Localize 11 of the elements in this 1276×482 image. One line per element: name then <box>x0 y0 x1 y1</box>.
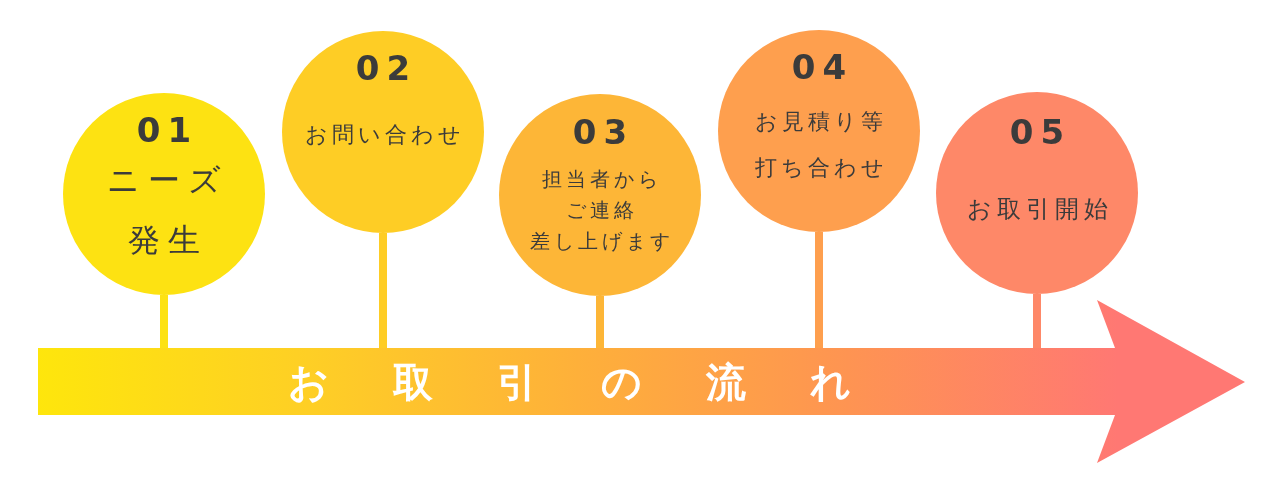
step-label: お問い合わせ <box>305 121 461 149</box>
arrow-label: お取引の流れ <box>288 362 851 402</box>
step-label: 担当者からご連絡差し上げます <box>530 166 670 255</box>
connector-line <box>596 296 604 348</box>
connector-line <box>815 232 823 348</box>
step-label: お取引開始 <box>966 194 1108 225</box>
connector-line <box>1033 294 1041 348</box>
step-label: お見積り等打ち合わせ <box>754 108 884 182</box>
connector-line <box>160 295 168 348</box>
connector-line <box>379 233 387 348</box>
step-label: ニーズ発生 <box>107 160 221 261</box>
